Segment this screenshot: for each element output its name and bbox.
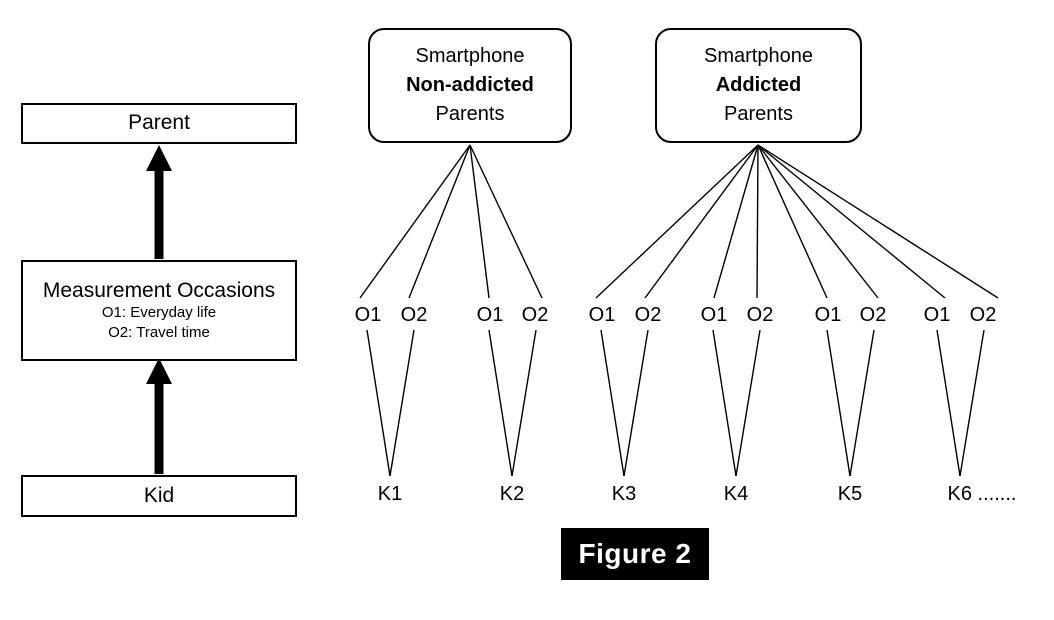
- level-title-kid: Kid: [143, 483, 175, 507]
- occasion-label-k5-o2: O2: [859, 304, 887, 326]
- edges-occasions-to-kids: [366, 329, 985, 477]
- occasion-label-k3-o2: O2: [634, 304, 662, 326]
- occasion-label-k2-o2: O2: [521, 304, 549, 326]
- occasion-label-k6-o2: O2: [969, 304, 997, 326]
- arrow-measurement-to-parent: [146, 145, 172, 259]
- kid-label-2: K2: [499, 483, 525, 505]
- occasion-label-k4-o1: O1: [700, 304, 728, 326]
- level-subline-o1: O1: Everyday life: [101, 304, 217, 322]
- occasion-label-k3-o1: O1: [588, 304, 616, 326]
- level-box-parent: Parent: [21, 103, 297, 144]
- kid-label-1: K1: [377, 483, 403, 505]
- occasion-label-k1-o1: O1: [354, 304, 382, 326]
- kid-label-5: K5: [837, 483, 863, 505]
- group-box-smartphone-non-addicted-parents: Smartphone Non-addicted Parents: [368, 28, 572, 143]
- level-title-measurement-occasions: Measurement Occasions: [42, 278, 276, 302]
- kid-label-6: K6 .......: [947, 483, 1017, 505]
- occasion-label-k4-o2: O2: [746, 304, 774, 326]
- edges-group-non-addicted: [359, 144, 543, 299]
- kid-label-4: K4: [723, 483, 749, 505]
- edges-group-addicted: [595, 144, 999, 299]
- group-box-smartphone-addicted-parents: Smartphone Addicted Parents: [655, 28, 862, 143]
- level-box-measurement-occasions: Measurement Occasions O1: Everyday life …: [21, 260, 297, 361]
- level-subline-o2: O2: Travel time: [108, 323, 210, 341]
- occasion-label-k1-o2: O2: [400, 304, 428, 326]
- figure-caption: Figure 2: [561, 528, 709, 580]
- group-line-non-addicted: Non-addicted: [406, 74, 534, 96]
- group-line-smartphone-2: Smartphone: [704, 45, 813, 67]
- group-line-smartphone-1: Smartphone: [415, 45, 525, 67]
- group-line-addicted: Addicted: [715, 74, 802, 96]
- group-line-parents-2: Parents: [724, 103, 793, 125]
- kid-label-3: K3: [611, 483, 637, 505]
- arrow-kid-to-measurement: [146, 358, 172, 474]
- occasion-label-k6-o1: O1: [923, 304, 951, 326]
- occasion-label-k2-o1: O1: [476, 304, 504, 326]
- group-line-parents-1: Parents: [435, 103, 505, 125]
- level-title-parent: Parent: [128, 111, 190, 135]
- occasion-label-k5-o1: O1: [814, 304, 842, 326]
- level-box-kid: Kid: [21, 475, 297, 517]
